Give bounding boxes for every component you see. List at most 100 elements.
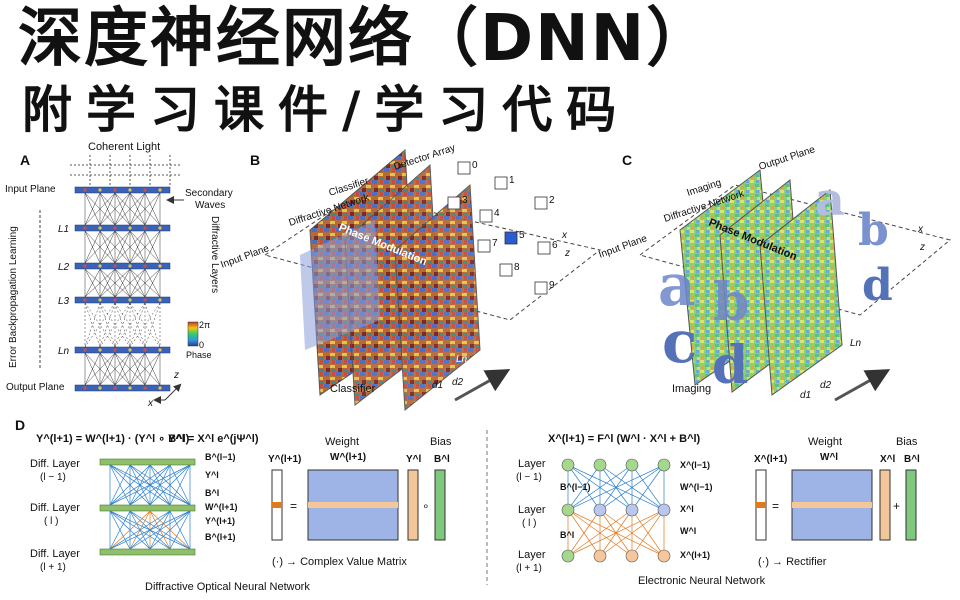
- mesh-link: [114, 352, 146, 386]
- left-bias-vector: [434, 469, 446, 541]
- layer-bar: [74, 262, 171, 270]
- mesh-link: [99, 302, 131, 348]
- panel-d-letter: D: [15, 417, 25, 433]
- c-letter-d-in: d: [712, 335, 748, 396]
- mesh-link: [84, 268, 116, 298]
- mesh-link: [129, 302, 161, 348]
- mesh-link: [84, 302, 116, 348]
- panel-d: D Y^(l+1) = W^(l+1) · (Y^l ∘ B^l) Y^l = …: [15, 417, 920, 593]
- elec-link: [567, 509, 601, 557]
- mesh-link: [114, 268, 146, 298]
- colorbar-bottom: 0: [199, 340, 204, 350]
- detector-label: 2: [549, 195, 555, 206]
- layer-pixel: [143, 298, 147, 302]
- right-bl-symbol: B^l: [904, 454, 920, 465]
- layer-2-idx: ( l ): [522, 518, 536, 529]
- left-weight-band: [308, 502, 398, 508]
- eq-right: X^(l+1) = F^l (W^l · X^l + B^l): [548, 433, 701, 445]
- neuron: [593, 549, 607, 563]
- layer-label: L2: [58, 262, 70, 273]
- right-bias-label: Bias: [896, 436, 918, 448]
- mesh-link: [84, 352, 101, 386]
- diff-layer-2-idx: ( l ): [44, 516, 58, 527]
- b-caption: Classifier: [330, 383, 376, 395]
- rectifier-note: (·) → Rectifier: [758, 556, 827, 568]
- c-axis-z: z: [919, 242, 925, 253]
- mesh-link: [99, 352, 131, 386]
- layer-pixel: [98, 226, 102, 230]
- b-ln: Ln: [456, 354, 468, 365]
- mesh-link: [99, 302, 116, 348]
- diff-link: [129, 510, 191, 550]
- detector-label: 6: [552, 240, 558, 251]
- mesh-link: [129, 230, 146, 264]
- detector-label: 0: [472, 160, 478, 171]
- diff-link: [129, 464, 191, 506]
- diff-link: [109, 464, 131, 506]
- output-plane-label: Output Plane: [6, 382, 65, 393]
- layer-pixel: [128, 226, 132, 230]
- right-plus: +: [893, 499, 900, 513]
- mesh-link: [129, 230, 161, 264]
- secondary-waves-line1: Secondary: [185, 188, 233, 199]
- network-mesh: [84, 192, 161, 386]
- left-bl-symbol: B^l: [434, 454, 450, 465]
- panel-c: C Phase Modulation a b c d a b d Output …: [597, 144, 952, 402]
- mesh-link: [99, 352, 116, 386]
- diff-link: [109, 464, 191, 506]
- layer-pixel: [128, 386, 132, 390]
- panel-b: B Phase Modulation Detector Array Classi…: [219, 143, 602, 411]
- right-side-label: W^(l−1): [680, 482, 713, 492]
- layer-pixel: [143, 188, 147, 192]
- panel-a-letter: A: [20, 152, 30, 168]
- right-bias-vector: [905, 469, 917, 541]
- panel-b-letter: B: [250, 152, 260, 168]
- right-weight-symbol: W^l: [820, 452, 838, 463]
- b-base-plane: [263, 194, 602, 321]
- mesh-link: [99, 230, 116, 264]
- diff-link: [109, 510, 171, 550]
- layer-pixel: [113, 298, 117, 302]
- right-xl-vector: [879, 469, 891, 541]
- layer-pixel: [98, 298, 102, 302]
- right-weight-label: Weight: [808, 436, 842, 448]
- layer-pixel: [128, 264, 132, 268]
- detector: [457, 161, 471, 175]
- mesh-link: [99, 192, 116, 226]
- c-ln: Ln: [850, 338, 862, 349]
- left-weight-symbol: W^(l+1): [330, 452, 366, 463]
- mesh-link: [129, 192, 161, 226]
- mesh-link: [144, 302, 161, 348]
- layer-pixel: [83, 226, 87, 230]
- mesh-link: [84, 302, 116, 348]
- layer-pixel: [143, 264, 147, 268]
- left-side-label: W^(l+1): [205, 502, 238, 512]
- diff-link: [149, 464, 191, 506]
- right-side-labels: X^(l−1)W^(l−1)X^lW^lX^(l+1): [680, 460, 713, 560]
- detector: [537, 241, 551, 255]
- detector-label: 8: [514, 262, 520, 273]
- mesh-link: [129, 302, 146, 348]
- layer-pixel: [83, 298, 87, 302]
- diff-link: [109, 464, 171, 506]
- layer-1-name: Layer: [518, 458, 546, 470]
- neuron: [625, 549, 639, 563]
- left-yl-vector: [407, 469, 419, 541]
- neuron: [625, 458, 639, 472]
- detector: [534, 196, 548, 210]
- left-side-labels: B^(l−1)Y^lB^lW^(l+1)Y^(l+1)B^(l+1): [205, 452, 238, 542]
- right-xl-symbol: X^l: [880, 454, 896, 465]
- layer-pixel: [113, 264, 117, 268]
- b-input-plane: Input Plane: [219, 243, 271, 271]
- diff-link: [109, 510, 191, 550]
- layer-pixel: [158, 386, 162, 390]
- caption-left: Diffractive Optical Neural Network: [145, 581, 310, 593]
- mesh-link: [129, 352, 146, 386]
- mesh-link: [144, 352, 161, 386]
- detector-label: 1: [509, 175, 515, 186]
- layer-pixel: [158, 188, 162, 192]
- c-letter-b-out: b: [858, 205, 889, 256]
